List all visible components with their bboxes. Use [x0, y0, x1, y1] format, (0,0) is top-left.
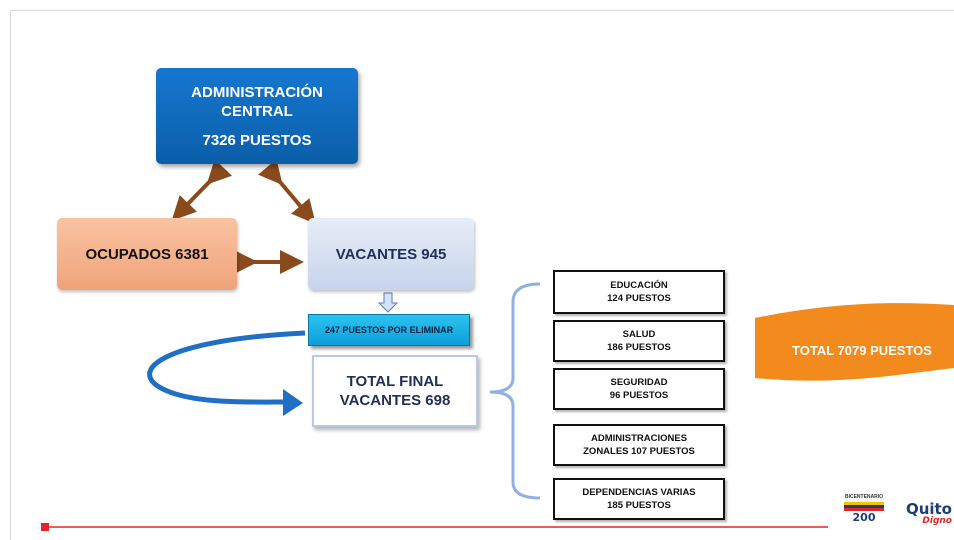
slide-border-left — [10, 10, 11, 540]
dept-count: ZONALES 107 PUESTOS — [583, 446, 695, 457]
footer-square — [41, 523, 49, 531]
bicentenario-label: BICENTENARIO — [844, 494, 884, 500]
admin-line2: CENTRAL — [221, 102, 293, 120]
curved-arrow-head — [283, 389, 303, 416]
total-label: TOTAL 7079 PUESTOS — [792, 342, 932, 358]
svg-text:200: 200 — [853, 511, 876, 524]
total-final-line2: VACANTES 698 — [339, 392, 451, 409]
slide-border-top — [10, 10, 954, 11]
dept-box-administraciones: ADMINISTRACIONES ZONALES 107 PUESTOS — [553, 424, 725, 466]
dept-box-salud: SALUD 186 PUESTOS — [553, 320, 725, 362]
dept-count: 124 PUESTOS — [607, 293, 671, 304]
ocupados-label: OCUPADOS 6381 — [85, 245, 209, 263]
dept-count: 96 PUESTOS — [609, 390, 669, 401]
dept-count: 186 PUESTOS — [607, 342, 671, 353]
total-banner-shape — [755, 303, 954, 381]
eliminar-box: 247 PUESTOS POR ELIMINAR — [308, 314, 470, 346]
quito-text: Quito — [905, 500, 952, 518]
bicentenario-logo: BICENTENARIO 200 — [838, 494, 890, 524]
admin-line3: 7326 PUESTOS — [202, 131, 312, 149]
dept-box-educacion: EDUCACIÓN 124 PUESTOS — [553, 270, 725, 314]
vacantes-label: VACANTES 945 — [335, 245, 447, 263]
dept-name: ADMINISTRACIONES — [590, 433, 688, 444]
dept-box-seguridad: SEGURIDAD 96 PUESTOS — [553, 368, 725, 410]
curved-arrow-eliminar-final — [147, 330, 306, 405]
departments-bracket — [489, 282, 541, 500]
quito-digno-logo: Quito Digno — [896, 494, 954, 526]
admin-line1: ADMINISTRACIÓN — [191, 83, 323, 101]
arrow-admin-ocupados — [171, 159, 232, 221]
arrow-vacantes-eliminar — [377, 292, 399, 313]
bicentenario-emblem-icon: 200 — [844, 502, 884, 524]
total-final-box: TOTAL FINAL VACANTES 698 — [312, 355, 478, 427]
dept-name: SEGURIDAD — [610, 377, 668, 388]
ocupados-box: OCUPADOS 6381 — [57, 218, 237, 290]
dept-name: SALUD — [622, 329, 656, 340]
admin-central-box: ADMINISTRACIÓN CENTRAL 7326 PUESTOS — [156, 68, 358, 164]
total-final-line1: TOTAL FINAL — [346, 373, 444, 390]
dept-count: 185 PUESTOS — [607, 500, 671, 511]
eliminar-label: 247 PUESTOS POR ELIMINAR — [324, 325, 454, 335]
digno-text: Digno — [922, 516, 952, 526]
dept-name: DEPENDENCIAS VARIAS — [582, 487, 696, 498]
arrow-admin-vacantes — [258, 159, 316, 225]
dept-box-dependencias: DEPENDENCIAS VARIAS 185 PUESTOS — [553, 478, 725, 520]
vacantes-box: VACANTES 945 — [308, 218, 474, 290]
dept-name: EDUCACIÓN — [610, 280, 668, 291]
